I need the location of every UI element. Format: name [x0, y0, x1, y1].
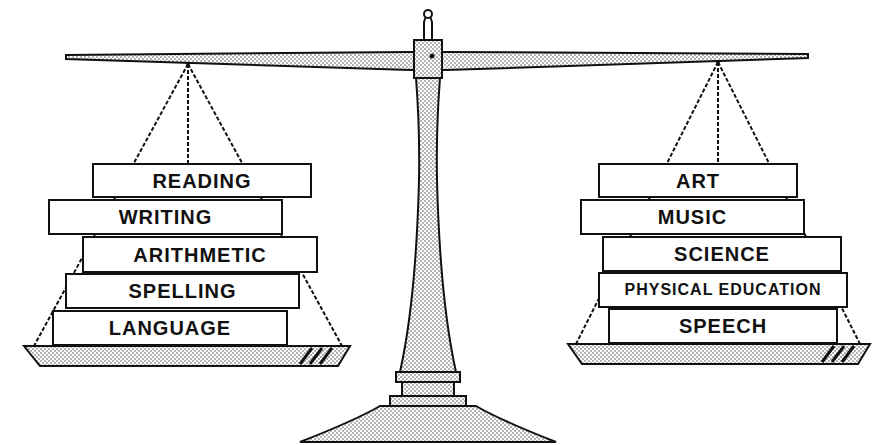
book-spine: MUSIC	[580, 199, 805, 235]
book-title: SPELLING	[128, 281, 236, 301]
book-title: WRITING	[119, 207, 213, 227]
post-head	[414, 40, 442, 78]
base	[300, 406, 556, 442]
book-spine: PHYSICAL EDUCATION	[598, 272, 848, 308]
book-title: PHYSICAL EDUCATION	[625, 282, 822, 298]
pan-shine	[300, 348, 332, 364]
book-title: ART	[676, 171, 720, 191]
pan	[24, 346, 350, 366]
pan	[568, 344, 870, 364]
book-spine: SPEECH	[608, 308, 838, 344]
book-spine: ART	[598, 163, 798, 198]
book-title: ARITHMETIC	[133, 245, 266, 265]
collar	[390, 396, 466, 406]
book-title: READING	[152, 171, 251, 191]
book-spine: WRITING	[48, 199, 283, 235]
book-title: SPEECH	[679, 316, 767, 336]
book-title: LANGUAGE	[109, 318, 231, 338]
chains	[34, 62, 860, 346]
finial-knob	[424, 10, 432, 18]
book-title: SCIENCE	[674, 244, 770, 264]
collar	[396, 372, 460, 382]
book-spine: SCIENCE	[602, 236, 842, 272]
pan-shine	[822, 346, 854, 362]
pivot	[430, 54, 435, 59]
collar	[402, 382, 454, 396]
book-title: MUSIC	[658, 207, 727, 227]
book-spine: ARITHMETIC	[82, 236, 318, 273]
book-spine: LANGUAGE	[52, 310, 288, 346]
book-spine: SPELLING	[65, 273, 300, 309]
book-spine: READING	[92, 163, 312, 198]
post	[400, 78, 456, 372]
